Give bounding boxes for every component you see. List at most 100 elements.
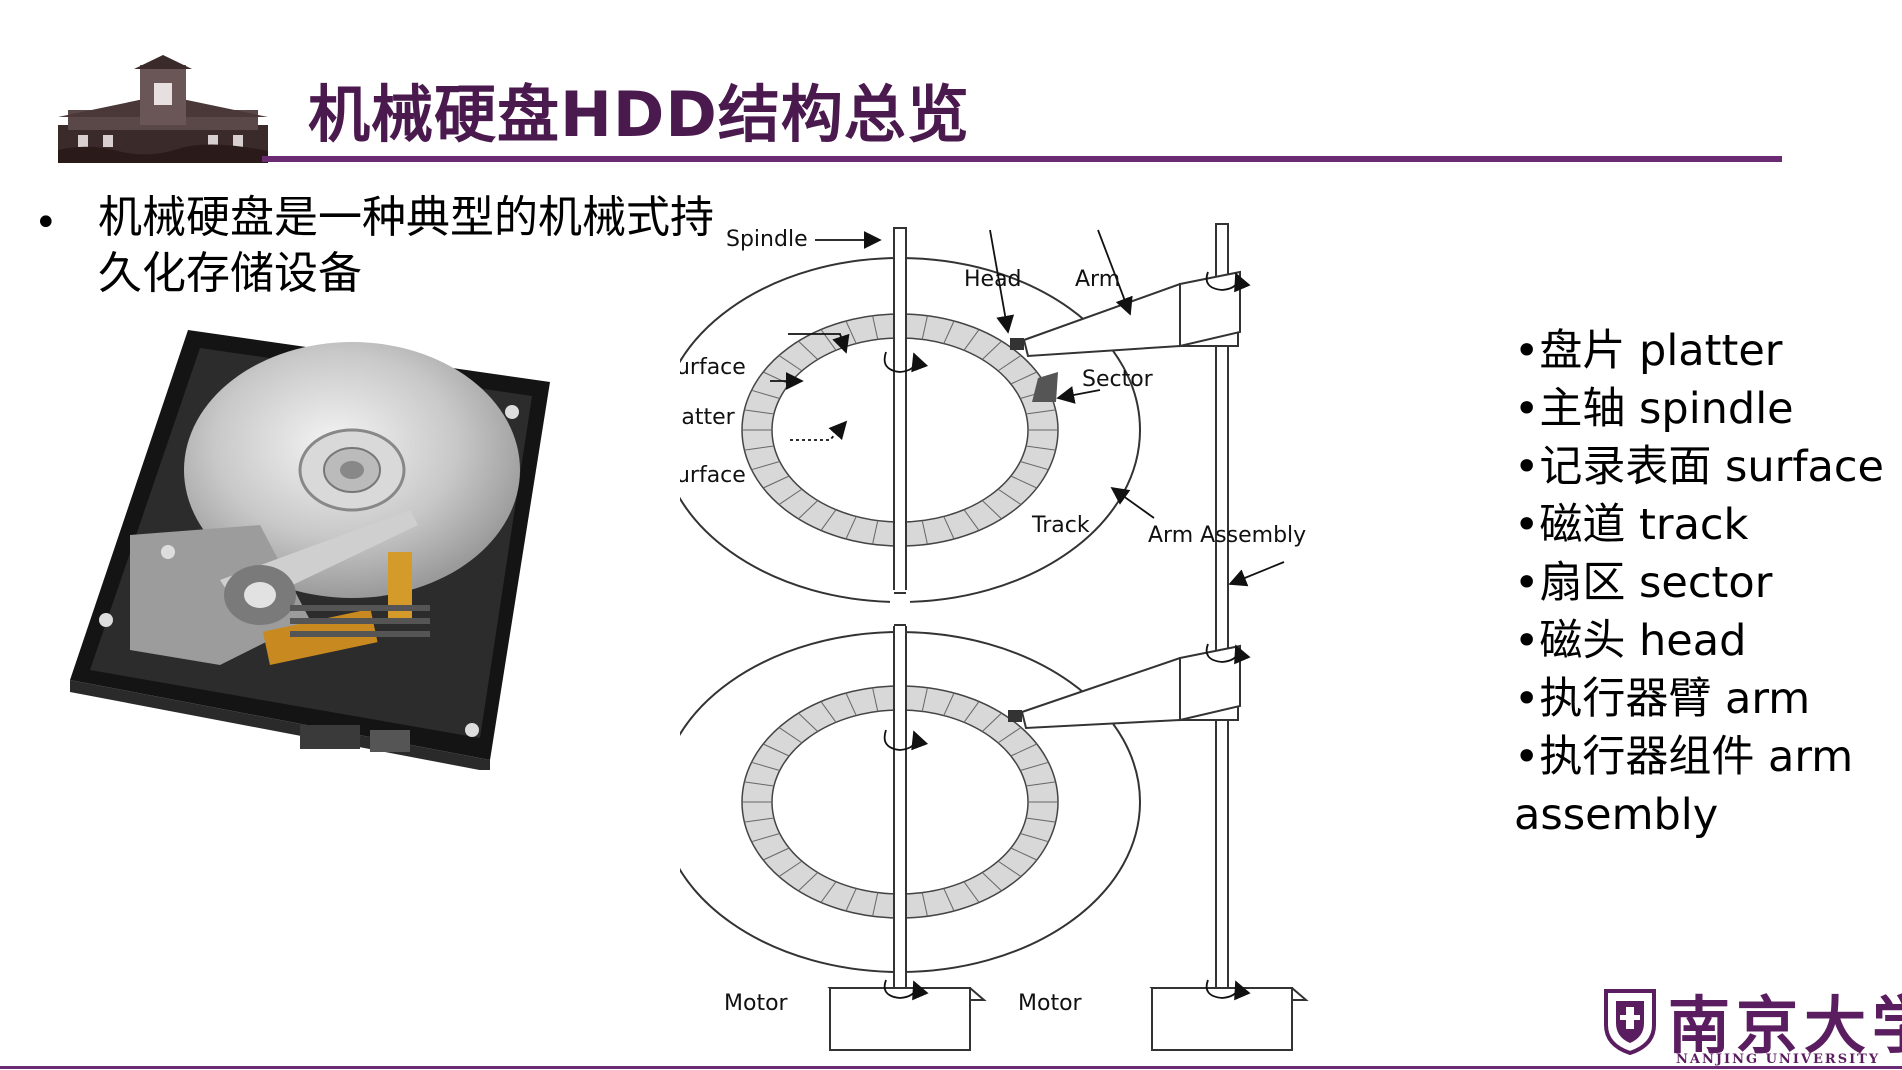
track-segment-divider [820, 881, 837, 903]
term-platter: •盘片 platter [1514, 326, 1783, 376]
university-emblem-icon [1604, 989, 1656, 1055]
track-segment-divider [997, 727, 1022, 744]
track-segment-divider [963, 509, 980, 531]
track-segment-divider [751, 460, 780, 471]
track-segment-divider [798, 340, 819, 360]
track-segment-divider [872, 520, 879, 545]
label-surface-bottom: Surface [680, 463, 746, 488]
track-pointer [1110, 486, 1155, 519]
term-arm-assembly: •执行器组件 arm [1514, 732, 1854, 782]
hdd-structure-diagram: Spindle Head Arm Surface Platter Surface… [680, 223, 1309, 1051]
bullet-line-1: 机械硬盘是一种典型的机械式持 [98, 192, 714, 243]
track-segment-divider [1010, 743, 1038, 757]
track-segment-divider [1010, 475, 1038, 489]
track-segment-divider [921, 687, 928, 712]
label-spindle: Spindle [726, 227, 808, 252]
track-segment-divider [762, 847, 790, 861]
track-segment-divider [845, 692, 857, 716]
arm-pointer [1097, 229, 1133, 316]
term-arm: •执行器臂 arm [1514, 674, 1811, 724]
track-segment-divider [798, 500, 819, 520]
label-sector: Sector [1082, 367, 1154, 392]
term-head: •磁头 head [1514, 616, 1747, 666]
spindle-gap [890, 590, 910, 626]
track-segment-divider [1020, 761, 1049, 772]
track-segment-divider [744, 445, 775, 451]
track-segment-divider [963, 881, 980, 903]
surface-bottom-pointer [790, 420, 848, 441]
track-segment-divider [778, 860, 803, 877]
track-segment-divider [1025, 817, 1056, 823]
university-name-cn: 南京大学 [1668, 989, 1902, 1062]
track-segment-divider [845, 888, 857, 912]
track-segment-divider [798, 712, 819, 732]
track-segment-divider [762, 743, 790, 757]
track-segment-divider [872, 892, 879, 917]
track-segment-divider [1020, 832, 1049, 843]
top-head [1010, 338, 1024, 350]
bottom-head [1008, 710, 1022, 722]
term-arm-assembly-cont: assembly [1514, 790, 1719, 840]
head-pointer [989, 229, 1015, 334]
track-segment-divider [943, 320, 955, 344]
track-segment-divider [981, 872, 1002, 892]
track-segment-divider [778, 355, 803, 372]
label-motor-right: Motor [1018, 991, 1083, 1016]
track-segment-divider [981, 712, 1002, 732]
label-motor-left: Motor [724, 991, 789, 1016]
label-arm: Arm [1075, 267, 1120, 292]
bullet-marker: • [34, 200, 58, 246]
term-sector: •扇区 sector [1514, 558, 1773, 608]
track-segment-divider [744, 409, 775, 415]
track-segment-divider [997, 860, 1022, 877]
track-segment-divider [845, 320, 857, 344]
track-segment-divider [1025, 781, 1056, 787]
bottom-arm-block [1179, 644, 1241, 722]
track-segment-divider [872, 687, 879, 712]
track-segment-divider [751, 832, 780, 843]
track-segment-divider [744, 817, 775, 823]
track-segment-divider [1010, 371, 1038, 385]
spindle-cut-bottom [894, 624, 906, 626]
track-segment-divider [762, 371, 790, 385]
label-platter: Platter [680, 405, 736, 430]
term-list: •盘片 platter •主轴 spindle •记录表面 surface •磁… [1514, 322, 1902, 844]
track-segment-divider [921, 892, 928, 917]
track-segment-divider [981, 340, 1002, 360]
track-segment-divider [1010, 847, 1038, 861]
track-segment-divider [778, 727, 803, 744]
hdd-photo [70, 330, 550, 770]
label-track: Track [1031, 513, 1090, 538]
track-segment-divider [963, 329, 980, 351]
university-building-logo [58, 55, 268, 163]
track-segment-divider [845, 516, 857, 540]
track-segment-divider [921, 520, 928, 545]
label-arm-assembly: Arm Assembly [1148, 523, 1306, 548]
track-segment-divider [872, 315, 879, 340]
label-surface-top: Surface [680, 355, 746, 380]
track-segment-divider [798, 872, 819, 892]
track-segment-divider [1025, 445, 1056, 451]
track-segment-divider [820, 701, 837, 723]
bottom-track-segments [742, 686, 1058, 918]
bullet-text: 机械硬盘是一种典型的机械式持 久化存储设备 [98, 190, 798, 302]
top-arm-block [1179, 270, 1241, 348]
right-motor [1149, 987, 1309, 1051]
track-segment-divider [963, 701, 980, 723]
track-segment-divider [778, 488, 803, 505]
university-name-en: NANJING UNIVERSITY [1676, 1052, 1881, 1067]
track-segment-divider [751, 761, 780, 772]
term-spindle: •主轴 spindle [1514, 384, 1794, 434]
footer-rule [0, 1066, 1902, 1069]
track-segment-divider [744, 781, 775, 787]
term-surface: •记录表面 surface [1514, 442, 1884, 492]
bullet-line-2: 久化存储设备 [98, 248, 362, 299]
rotation-arrows [883, 271, 1251, 1001]
top-sector-marker [1032, 372, 1058, 402]
surface-top-pointer [788, 333, 850, 354]
track-segment-divider [820, 509, 837, 531]
track-segment-divider [921, 315, 928, 340]
term-track: •磁道 track [1514, 500, 1749, 550]
slide-title: 机械硬盘HDD结构总览 [308, 78, 970, 151]
arm-assembly-pointer [1228, 561, 1285, 587]
